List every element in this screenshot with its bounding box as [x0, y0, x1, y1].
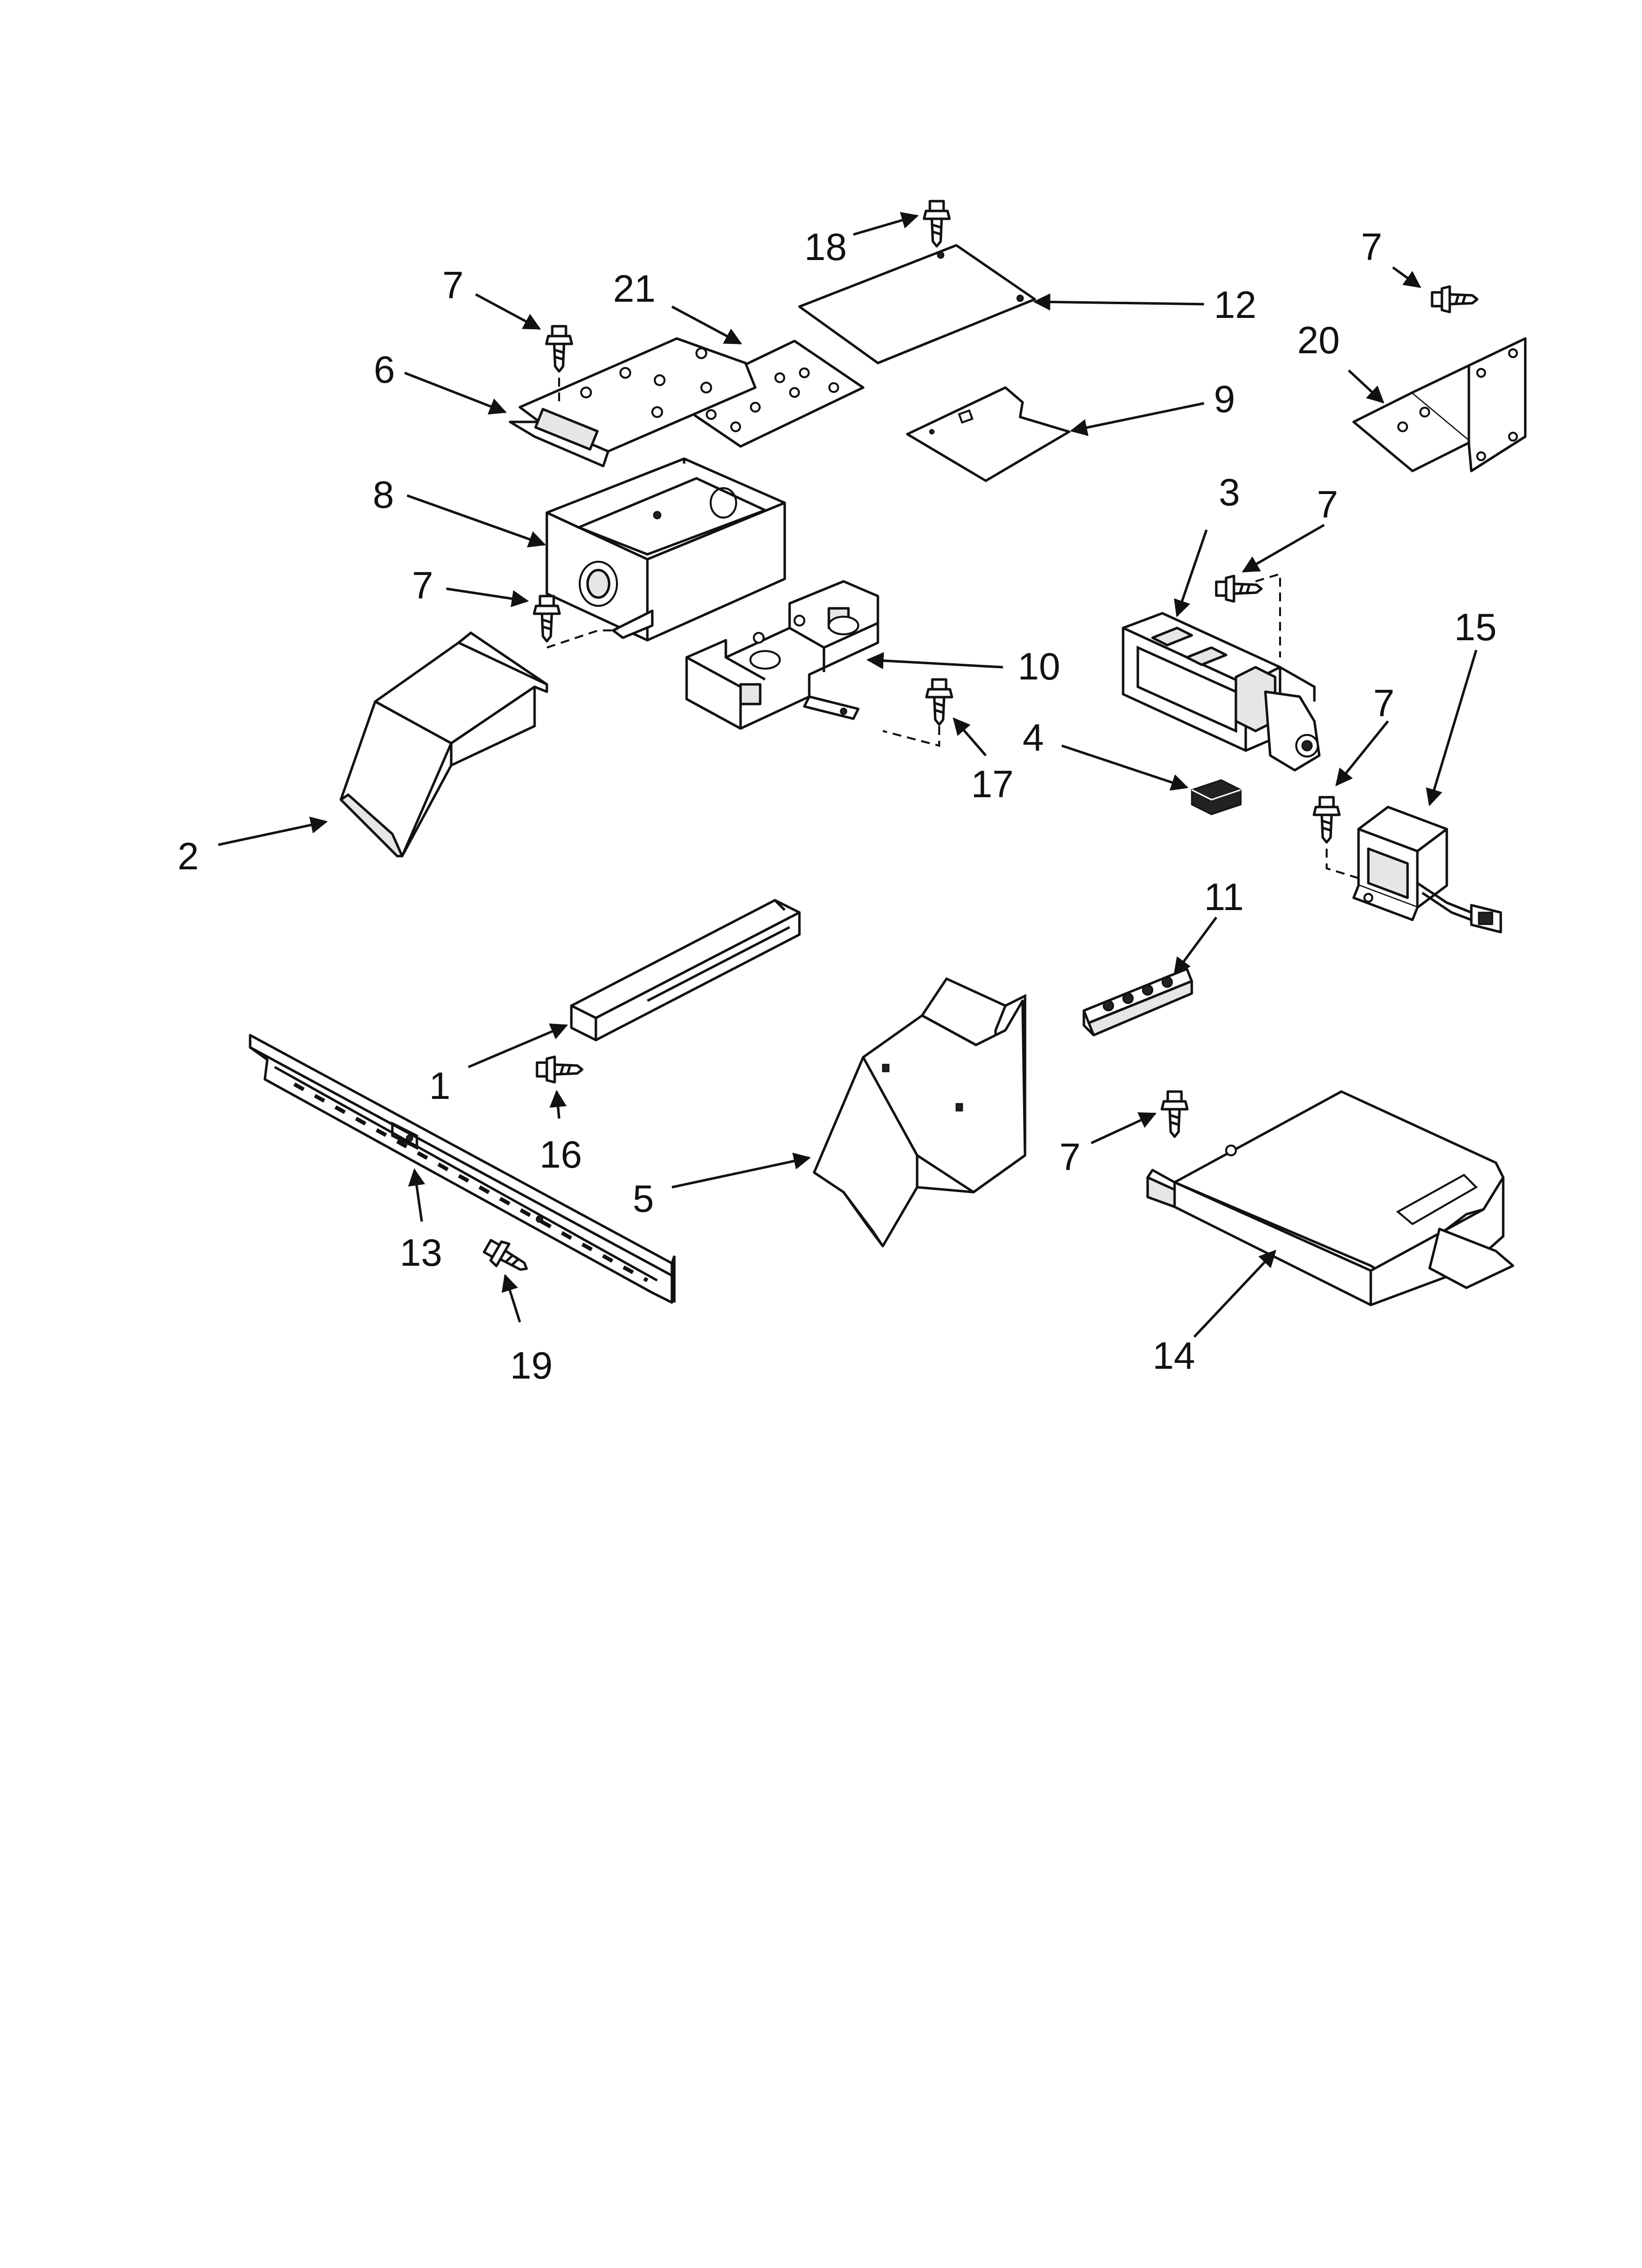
- rail-slots: [293, 1082, 648, 1282]
- part-16-screw[interactable]: [537, 1057, 582, 1082]
- part-9-insulation[interactable]: [906, 386, 1071, 482]
- callout-9: 9: [1214, 377, 1235, 420]
- part-7-screw-f[interactable]: [1162, 1092, 1187, 1137]
- callout-8: 8: [373, 473, 394, 516]
- callout-2: 2: [178, 834, 199, 878]
- part-15-transformer[interactable]: [1352, 806, 1502, 934]
- part-10-terminal-block[interactable]: [685, 580, 879, 730]
- part-7-screw-b[interactable]: [534, 596, 560, 641]
- callout-11: 11: [1204, 875, 1244, 918]
- part-7-screw-a[interactable]: [546, 326, 572, 371]
- callout-12: 12: [1214, 283, 1257, 326]
- part-7-screw-c[interactable]: [1432, 287, 1477, 312]
- callout-13: 13: [400, 1231, 442, 1274]
- callout-20: 20: [1297, 318, 1340, 362]
- callout-6: 6: [374, 348, 395, 391]
- callout-17: 17: [971, 762, 1014, 806]
- part-8-electrical-box[interactable]: [545, 457, 786, 642]
- callout-10: 10: [1018, 645, 1060, 688]
- callout-5: 5: [633, 1177, 654, 1220]
- part-19-screw[interactable]: [481, 1235, 533, 1279]
- callout-21: 21: [613, 267, 656, 310]
- callout-16: 16: [539, 1133, 582, 1176]
- callout-7f: 7: [1059, 1135, 1080, 1178]
- callout-18: 18: [804, 225, 847, 268]
- callout-7b: 7: [412, 564, 433, 607]
- callout-15: 15: [1454, 605, 1497, 649]
- callout-7c: 7: [1361, 225, 1382, 268]
- callout-14: 14: [1153, 1334, 1195, 1377]
- part-17-screw[interactable]: [926, 679, 952, 725]
- callout-1: 1: [429, 1064, 450, 1107]
- callout-7d: 7: [1317, 483, 1338, 526]
- part-11-terminal-strip[interactable]: [1082, 967, 1193, 1037]
- part-7-screw-e[interactable]: [1314, 797, 1339, 842]
- part-6-bracket[interactable]: [509, 337, 757, 468]
- callout-7e: 7: [1373, 681, 1394, 725]
- part-4-connector[interactable]: [1191, 779, 1242, 815]
- part-3-valve-assembly[interactable]: [1122, 612, 1321, 772]
- callout-7a: 7: [442, 263, 463, 307]
- part-1-channel[interactable]: [570, 899, 801, 1042]
- part-7-screw-d[interactable]: [1216, 576, 1261, 601]
- part-13-rail[interactable]: [249, 1034, 676, 1304]
- part-5-shield[interactable]: [813, 977, 1026, 1248]
- callout-3: 3: [1219, 470, 1240, 514]
- part-14-base-plate[interactable]: [1146, 1090, 1514, 1306]
- callout-4: 4: [1023, 716, 1044, 759]
- callout-19: 19: [510, 1344, 553, 1387]
- part-21-mounting-plate[interactable]: [670, 339, 865, 448]
- part-18-screw[interactable]: [924, 201, 949, 246]
- part-20-bracket[interactable]: [1352, 337, 1527, 472]
- part-2-duct-cover[interactable]: [339, 631, 548, 858]
